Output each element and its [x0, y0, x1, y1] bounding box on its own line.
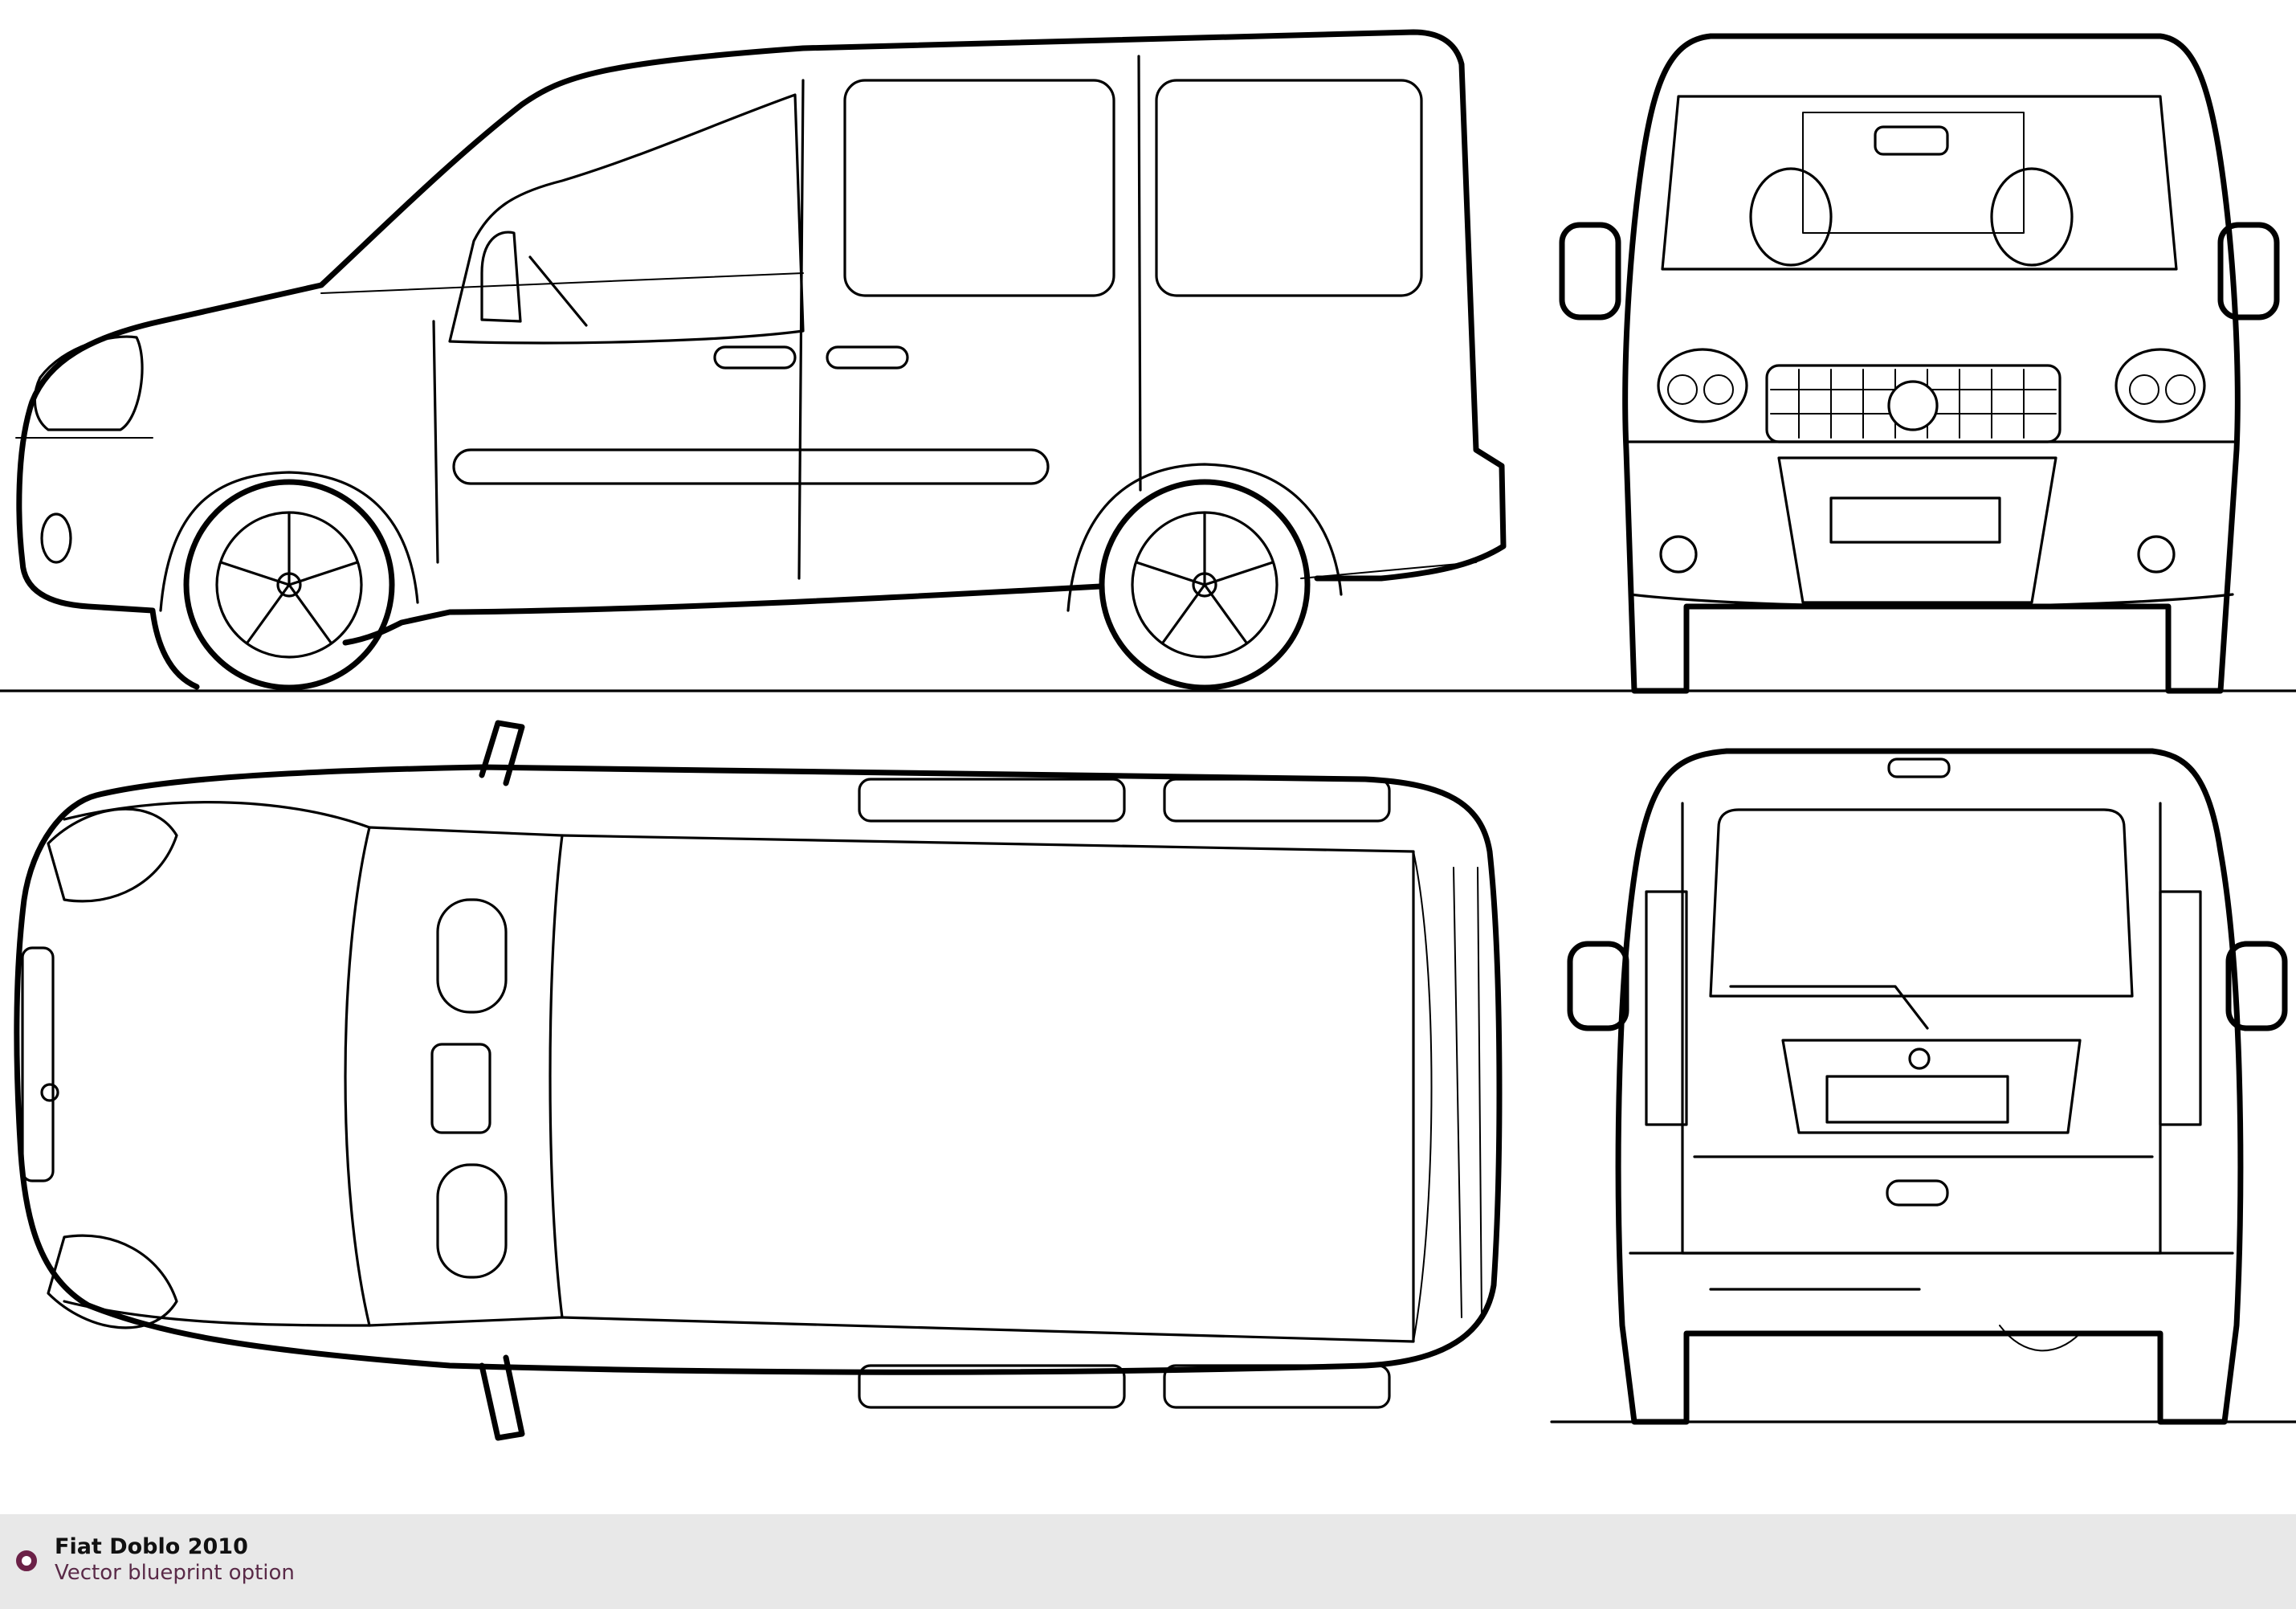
- side-view: [15, 29, 1507, 691]
- caption-subtitle: Vector blueprint option: [55, 1561, 295, 1585]
- top-view: [14, 720, 1503, 1441]
- blueprint-drawing: [0, 29, 2296, 1441]
- front-view: [1559, 33, 2280, 694]
- rear-view: [1567, 748, 2288, 1425]
- caption-title: Fiat Doblo 2010: [55, 1534, 248, 1559]
- ring-logo-icon: [16, 1550, 37, 1571]
- caption-bar: [0, 1514, 2296, 1609]
